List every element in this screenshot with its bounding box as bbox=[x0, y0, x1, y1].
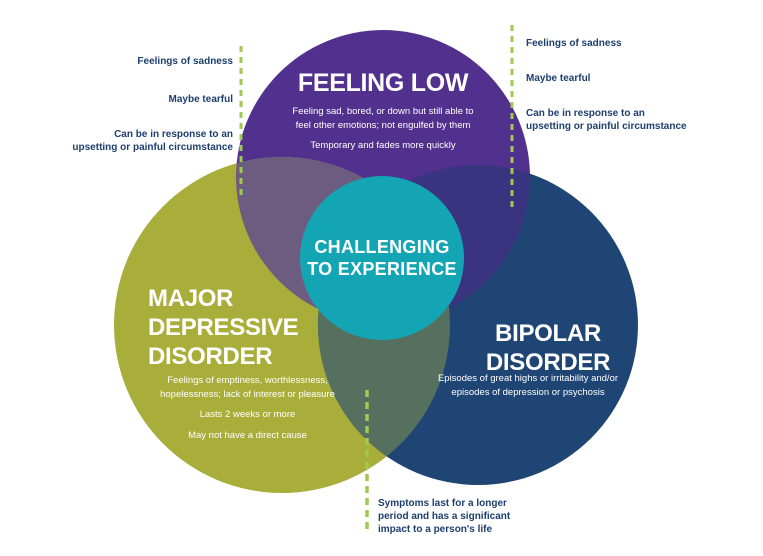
annotation-top-right: Feelings of sadness Maybe tearful Can be… bbox=[526, 24, 711, 156]
bipolar-description: Episodes of great highs or irritability … bbox=[437, 373, 619, 398]
annotation-bottom: Symptoms last for a longer period and ha… bbox=[378, 498, 511, 535]
major-depressive-title: MAJOR DEPRESSIVE DISORDER bbox=[148, 284, 378, 371]
annotation-top-right-line3: Can be in response to an upsetting or pa… bbox=[526, 108, 687, 132]
major-depressive-description: Feelings of emptiness, worthlessness, ho… bbox=[160, 375, 335, 400]
center-challenging-label: CHALLENGING TO EXPERIENCE bbox=[307, 237, 457, 279]
major-depressive-note1: Lasts 2 weeks or more bbox=[199, 409, 296, 420]
feeling-low-group: FEELING LOW Feeling sad, bored, or down … bbox=[263, 70, 503, 153]
major-depressive-note2: May not have a direct cause bbox=[188, 429, 307, 441]
feeling-low-title: FEELING LOW bbox=[297, 69, 469, 97]
circle-center-challenging bbox=[300, 176, 464, 340]
feeling-low-description: Feeling sad, bored, or down but still ab… bbox=[292, 106, 474, 131]
major-depressive-title-text: MAJOR DEPRESSIVE DISORDER bbox=[148, 285, 299, 370]
feeling-low-note: Temporary and fades more quickly bbox=[310, 140, 456, 151]
annotation-top-left-line3: Can be in response to an upsetting or pa… bbox=[72, 129, 233, 153]
annotation-top-left-line2: Maybe tearful bbox=[168, 94, 233, 105]
annotation-top-right-line1: Feelings of sadness bbox=[526, 38, 622, 49]
bipolar-title: BIPOLAR DISORDER bbox=[448, 319, 648, 377]
annotation-top-right-line2: Maybe tearful bbox=[526, 73, 591, 84]
bipolar-title-text: BIPOLAR DISORDER bbox=[485, 320, 611, 376]
annotation-top-left-line1: Feelings of sadness bbox=[137, 56, 233, 67]
annotation-top-left: Feelings of sadness Maybe tearful Can be… bbox=[58, 42, 233, 177]
major-depressive-body: Feelings of emptiness, worthlessness, ho… bbox=[150, 374, 345, 442]
bipolar-body: Episodes of great highs or irritability … bbox=[424, 372, 632, 399]
